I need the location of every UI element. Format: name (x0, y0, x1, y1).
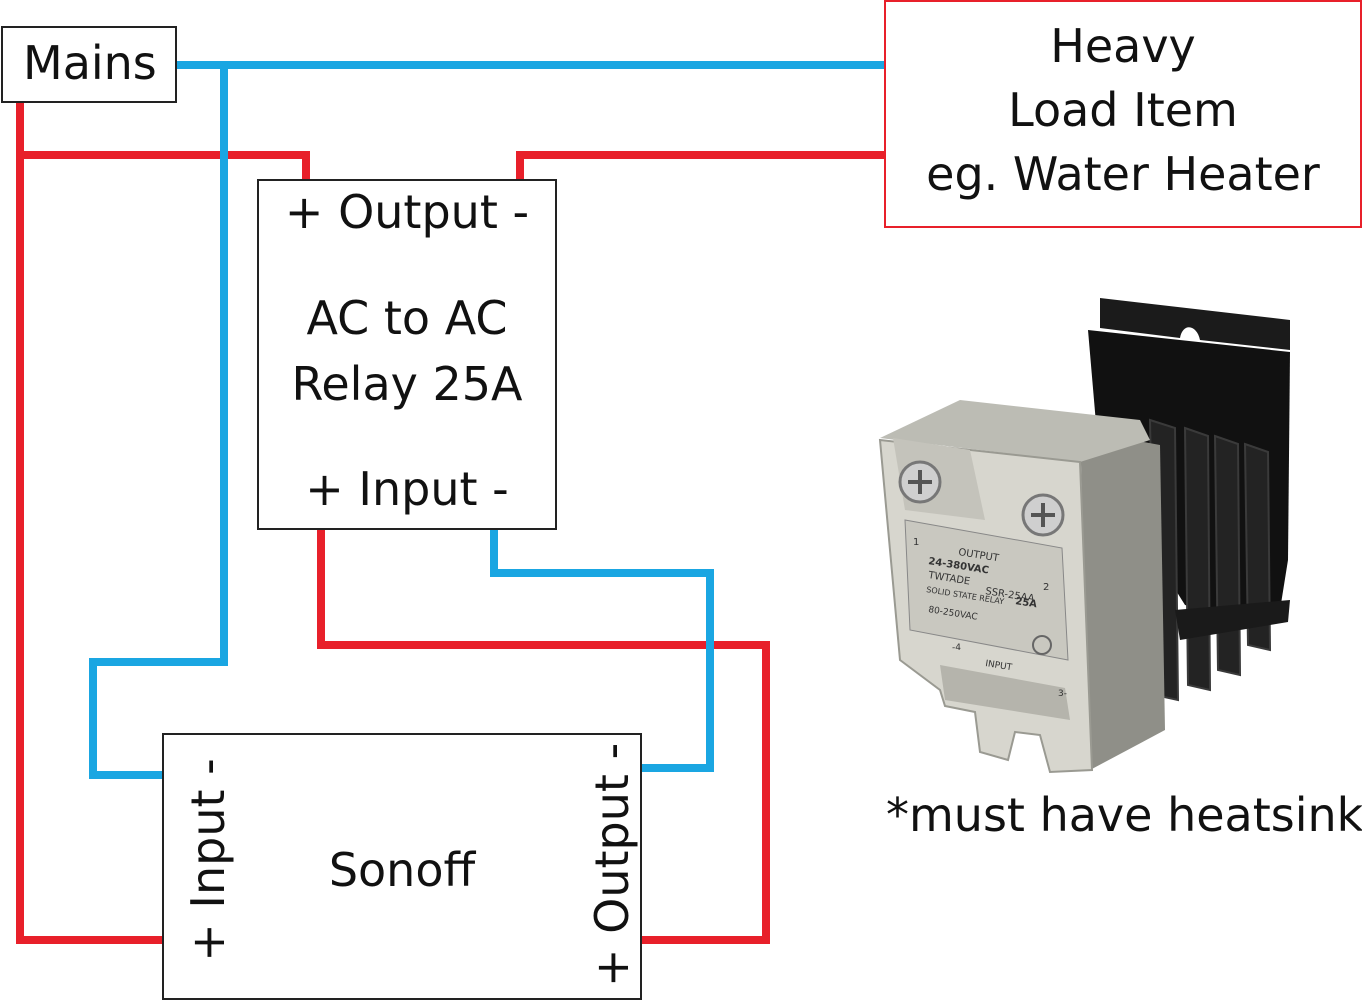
relay-input-label: + Input - (305, 462, 509, 516)
live-wire-relay-output-to-load (516, 151, 884, 180)
neutral-wire-mains-to-sonoff-input (89, 65, 228, 779)
sonoff-box: Sonoff + Input - + Output - (162, 733, 642, 1000)
heavy-load-label: Heavy Load Item eg. Water Heater (886, 14, 1360, 206)
ssr-print-4: -4 (952, 643, 961, 653)
live-wire-mains-to-relay-output (20, 151, 310, 180)
relay-output-label: + Output - (284, 185, 530, 239)
relay-title-line-1: AC to AC (306, 291, 508, 345)
ssr-print-2: 2 (1043, 582, 1049, 593)
relay-title: AC to AC Relay 25A (259, 285, 555, 417)
neutral-wire-relay-input-to-sonoff-output (490, 530, 714, 772)
relay-title-line-2: Relay 25A (291, 357, 523, 411)
live-wire-mains-to-sonoff (16, 102, 162, 944)
heavy-load-box: Heavy Load Item eg. Water Heater (884, 0, 1362, 228)
heatsink-note: *must have heatsink (886, 788, 1362, 842)
mains-label: Mains (23, 36, 157, 90)
ssr-print-input: INPUT (985, 659, 1014, 673)
mains-box: Mains (1, 26, 177, 103)
sonoff-output-label: + Output - (585, 742, 639, 987)
load-line-1: Heavy (1050, 19, 1196, 73)
live-wire-relay-input-to-sonoff-output (317, 530, 770, 944)
ssr-print-3: 3- (1058, 689, 1067, 699)
ssr-print-1: 1 (913, 537, 919, 548)
ssr-print-current: 25A (1015, 596, 1038, 610)
sonoff-input-label: + Input - (181, 758, 235, 962)
load-line-2: Load Item (1008, 83, 1238, 137)
solid-state-relay-photo: 1 OUTPUT 2 24-380VAC 25A TWTADE SSR-25AA… (878, 298, 1290, 774)
load-line-3: eg. Water Heater (926, 147, 1320, 201)
sonoff-title: Sonoff (328, 843, 476, 897)
ac-relay-box: + Output - AC to AC Relay 25A + Input - (257, 179, 557, 530)
